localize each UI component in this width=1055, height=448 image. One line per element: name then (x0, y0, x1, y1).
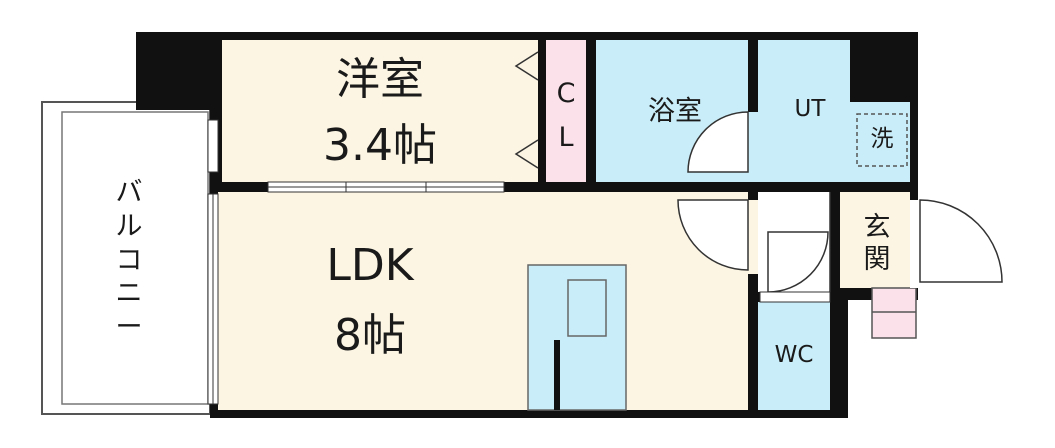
western-room (222, 40, 538, 182)
wall-block-right (850, 32, 918, 102)
washer-space (856, 113, 908, 167)
balcony-label: バルコニー (115, 177, 143, 343)
kitchen-counter (527, 264, 627, 411)
closet-door-bottom (514, 139, 539, 169)
entrance-label: 玄関 (863, 212, 891, 276)
bath-door-gap (748, 112, 758, 182)
utility-label: UT (794, 96, 826, 122)
wc-room (758, 302, 830, 410)
western-room-name: 洋室 (336, 54, 424, 105)
entrance (840, 192, 910, 288)
closet (546, 40, 586, 182)
wc-door-gap (759, 291, 831, 303)
window-western (207, 119, 219, 173)
utility-room-lower (850, 102, 910, 182)
entrance-door-gap (910, 200, 922, 288)
utility-room (758, 40, 850, 182)
kitchen-partition (554, 340, 560, 410)
closet-label-c: C (556, 78, 576, 109)
bath-label: 浴室 (648, 96, 702, 127)
shoe-cabinet (871, 287, 917, 339)
bath-door-swing (687, 111, 749, 173)
balcony-area (41, 101, 211, 415)
kitchen-sink (567, 279, 607, 337)
wc-label: WC (774, 342, 814, 368)
washer-label: 洗 (870, 126, 894, 152)
ldk-door-swing (677, 199, 749, 271)
wall-block-left (136, 32, 220, 110)
ldk-door-gap (748, 200, 758, 274)
entrance-door-swing (919, 199, 1003, 283)
western-room-size: 3.4帖 (323, 120, 437, 171)
closet-door-top (514, 51, 539, 81)
closet-label-l: L (558, 122, 574, 153)
ldk-room (218, 192, 748, 410)
ldk-room-size: 8帖 (334, 310, 406, 361)
ldk-room-name: LDK (326, 240, 414, 291)
